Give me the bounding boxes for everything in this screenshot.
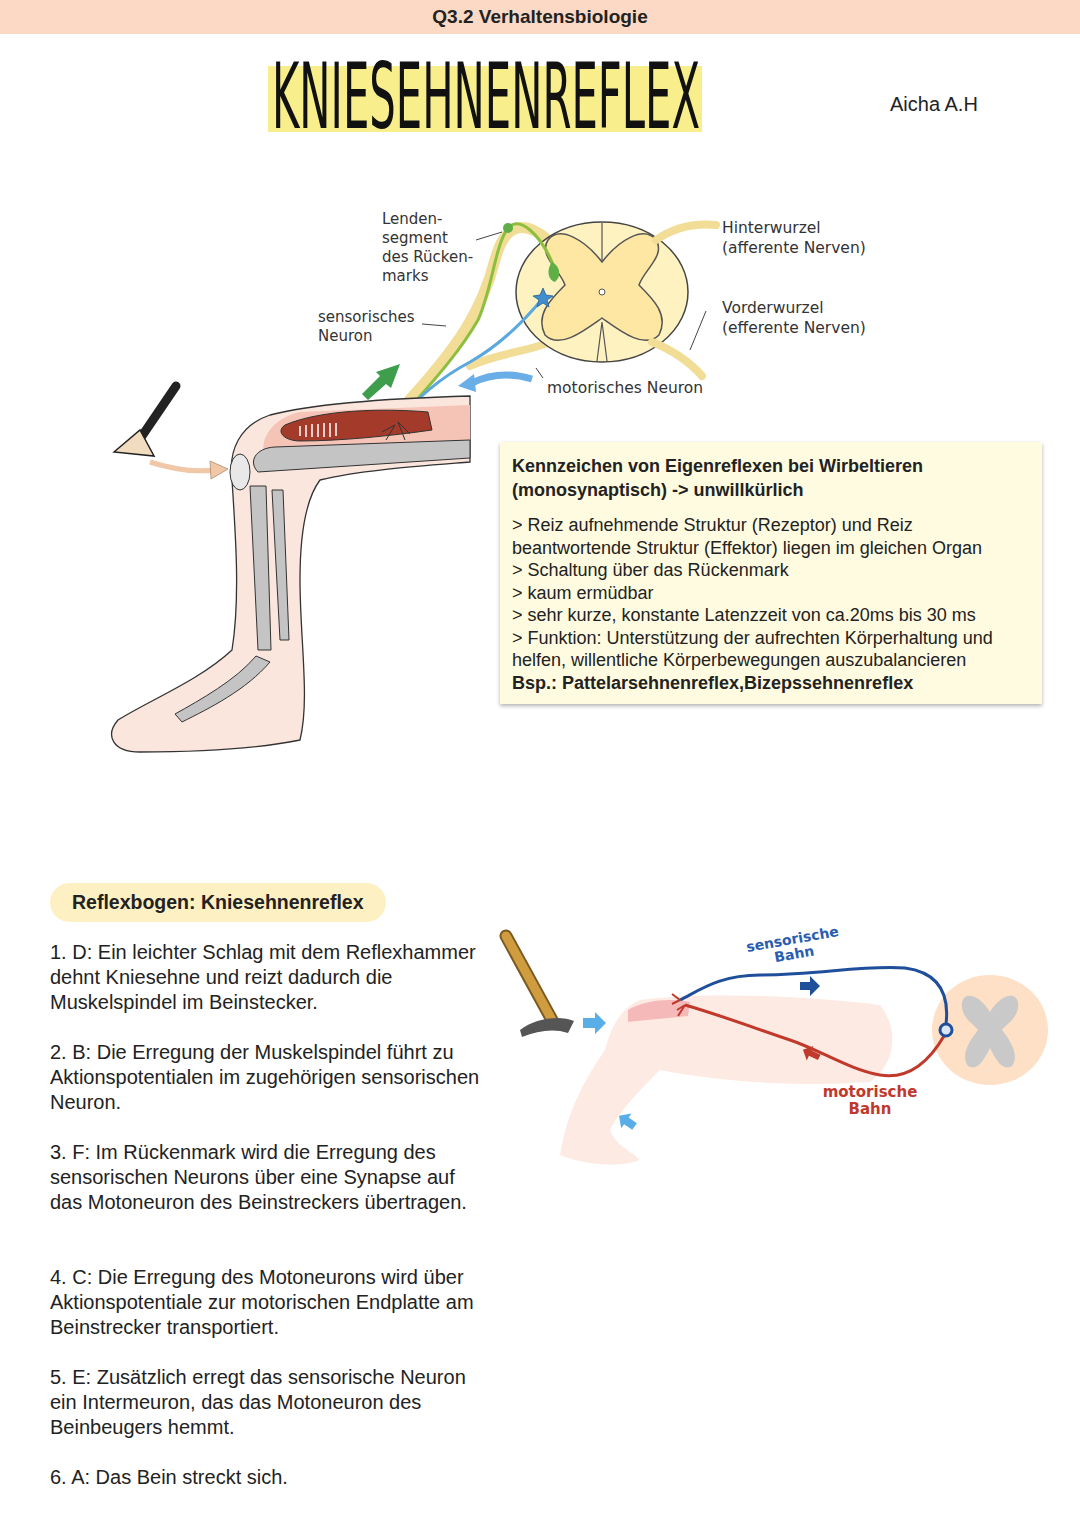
motor-path: [685, 1005, 944, 1076]
leg-silhouette: [560, 995, 892, 1164]
hammer-handle: [142, 386, 176, 436]
quadriceps-muscle: [281, 410, 432, 441]
patella: [230, 454, 250, 490]
part-label: motorisches Neuron: [547, 379, 703, 397]
step-text: 3. F: Im Rückenmark wird die Erregung de…: [50, 1140, 490, 1215]
leg-skin: [112, 396, 470, 752]
movement-arrow: [614, 1108, 640, 1134]
box-heading: Q3.2 Verhaltensbiologie: [0, 6, 1080, 28]
hammer-head: [520, 1018, 574, 1037]
central-canal: [599, 289, 605, 295]
box-text: > Funktion: Unterstützung der aufrechten…: [512, 627, 1030, 672]
hammer-handle-outline: [506, 936, 552, 1020]
tap-arrow-head: [210, 461, 228, 479]
direction-arrow: [800, 1043, 823, 1065]
dorsal-root: [656, 224, 716, 240]
ganglion-cell: [503, 223, 513, 233]
info-box: Kennzeichen von Eigenreflexen bei Wirbel…: [500, 442, 1042, 704]
path-label: motorische Bahn: [812, 1084, 928, 1118]
part-label: sensorisches Neuron: [318, 308, 420, 346]
header-band: Q3.2 Verhaltensbiologie: [0, 0, 1080, 34]
path-label: sensorische Bahn: [743, 924, 843, 970]
fibula: [272, 490, 289, 640]
dorsal-sulcus: [601, 223, 602, 262]
box-text: > Schaltung über das Rückenmark: [512, 559, 1030, 582]
box-text: > sehr kurze, konstante Latenzzeit von c…: [512, 604, 1030, 627]
synapse: [548, 262, 559, 282]
box-text: > kaum ermüdbar: [512, 582, 1030, 605]
ventral-root: [652, 342, 702, 376]
leader-line: [536, 368, 543, 378]
box-heading: Reflexbogen: Kniesehnenreflex: [72, 891, 364, 914]
hammer-head: [114, 430, 154, 456]
synapse: [940, 1024, 952, 1036]
part-label: Hinterwurzel (afferente Nerven): [722, 218, 887, 258]
sensory-arrow: [362, 364, 400, 400]
foot-bones: [175, 656, 270, 722]
direction-arrow: [800, 976, 820, 996]
motor-cell-body: [533, 288, 553, 307]
tap-arrow: [583, 1012, 606, 1034]
section-pill: Reflexbogen: Kniesehnenreflex: [50, 883, 386, 922]
leader-line: [422, 324, 446, 326]
box-text: Bsp.: Pattelarsehnenreflex,Bizepssehnenr…: [512, 672, 1030, 695]
motor-arrow: [472, 375, 532, 383]
muscle-spindle: [300, 423, 336, 437]
box-text: > Reiz aufnehmende Struktur (Rezeptor) u…: [512, 514, 1030, 559]
step-text: 4. C: Die Erregung des Motoneurons wird …: [50, 1265, 490, 1340]
tap-arrow: [150, 462, 214, 471]
leader-line: [690, 311, 706, 350]
spinal-cord: [932, 975, 1048, 1085]
ventral-fissure: [597, 322, 607, 361]
grey-matter: [962, 996, 1018, 1068]
endings: [672, 994, 685, 1016]
page-title: KNIESEHNENREFLEX: [272, 52, 700, 142]
step-text: 1. D: Ein leichter Schlag mit dem Reflex…: [50, 940, 490, 1015]
box-heading: Kennzeichen von Eigenreflexen bei Wirbel…: [512, 454, 1030, 502]
nerve-endings: [382, 422, 410, 440]
part-label: Lenden- segment des Rücken- marks: [382, 210, 474, 286]
part-label: Vorderwurzel (efferente Nerven): [722, 298, 887, 338]
femur: [253, 440, 470, 472]
author: Aicha A.H: [890, 93, 978, 116]
tibia: [250, 486, 271, 650]
hammer-handle: [506, 936, 552, 1020]
motor-arrow-head: [458, 374, 476, 392]
step-text: 6. A: Das Bein streckt sich.: [50, 1465, 490, 1490]
step-text: 2. B: Die Erregung der Muskelspindel füh…: [50, 1040, 490, 1115]
leader-line: [476, 232, 502, 240]
step-text: 5. E: Zusätzlich erregt das sensorische …: [50, 1365, 490, 1440]
